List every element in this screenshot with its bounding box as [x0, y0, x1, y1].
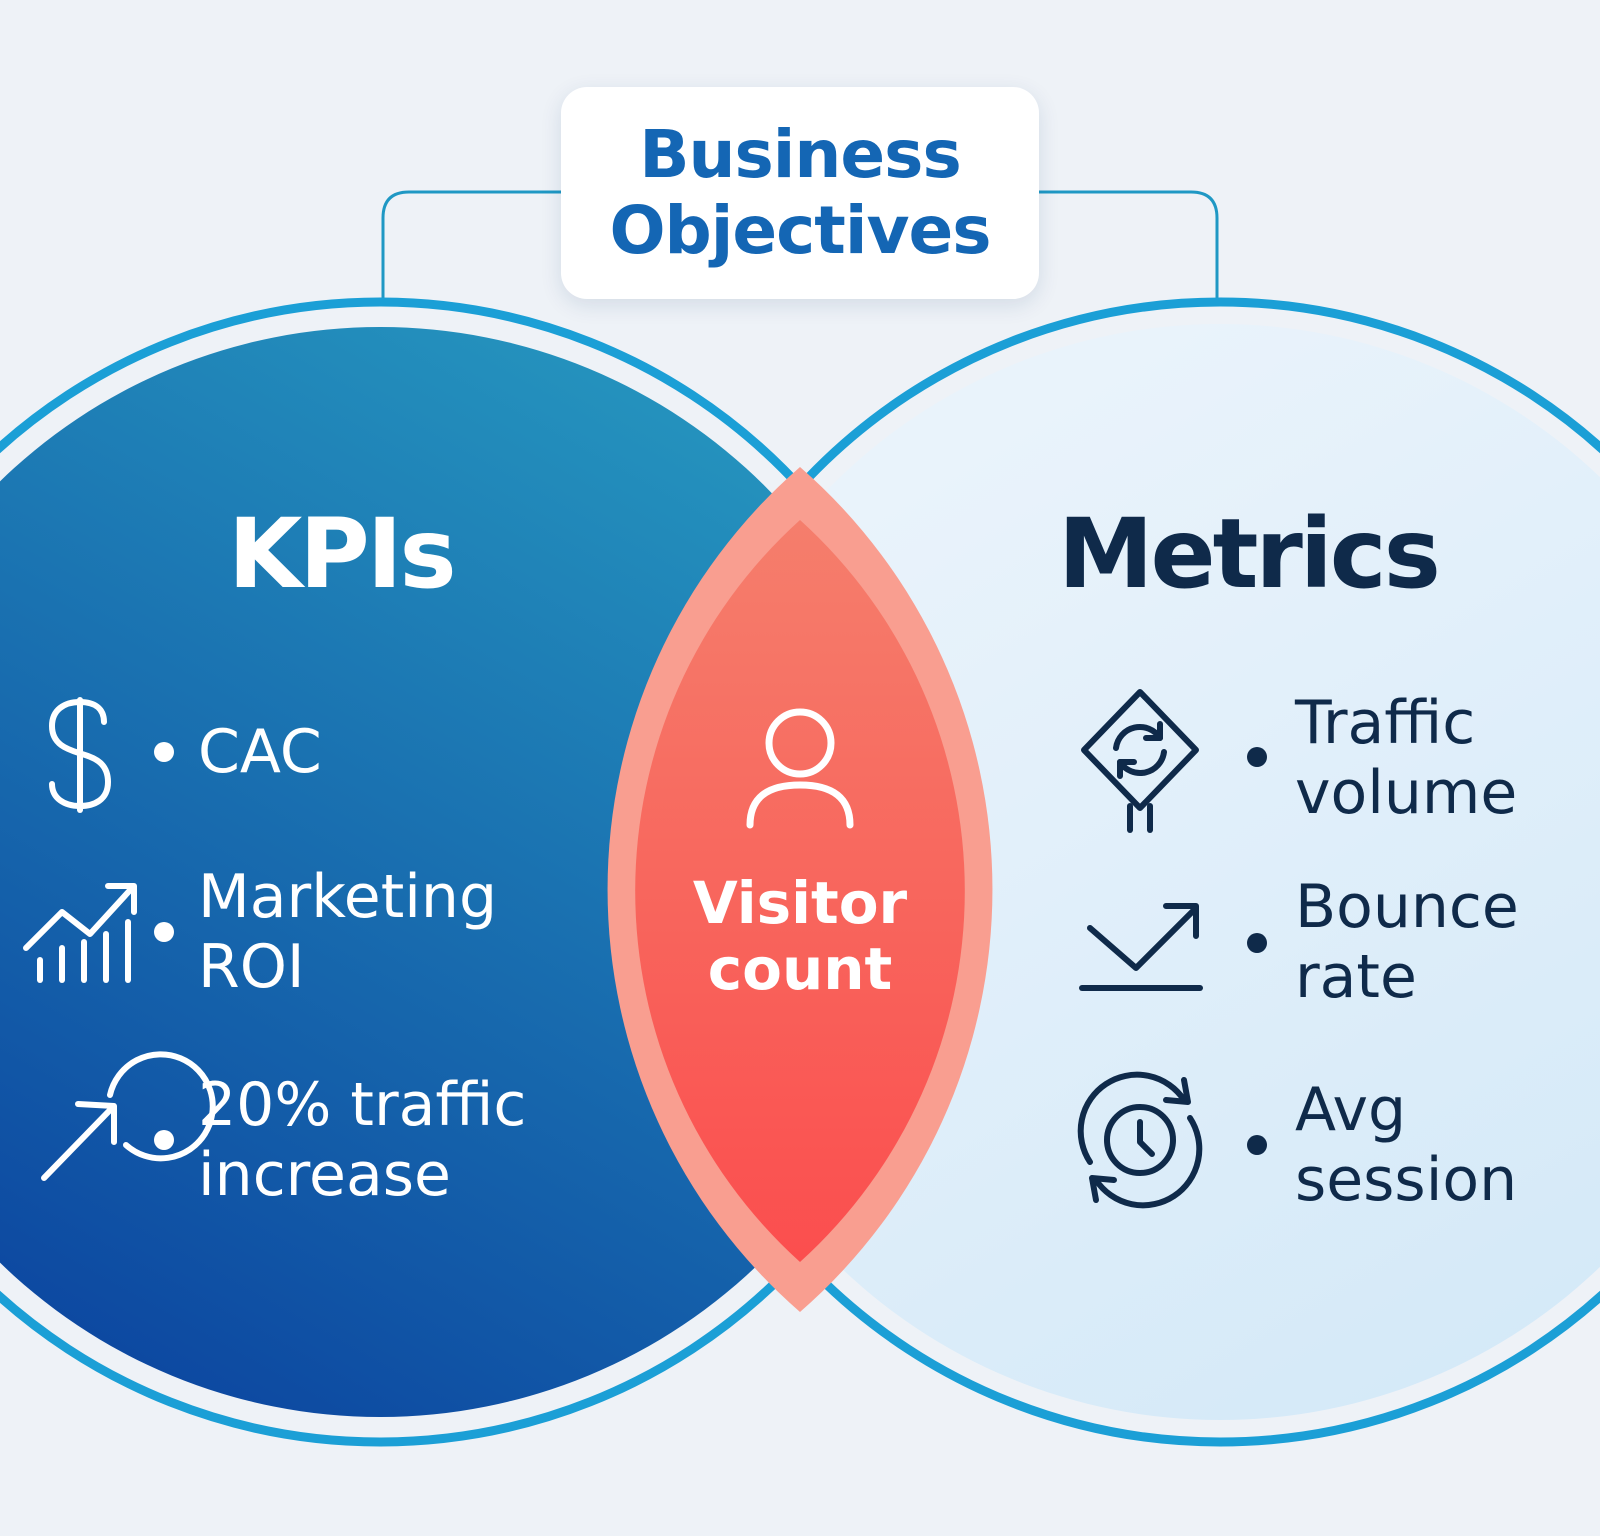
bullet [154, 922, 174, 942]
kpi-item-label-line1: Marketing [198, 862, 498, 932]
dollar-icon [49, 697, 111, 813]
kpis-heading: KPIs [228, 498, 457, 610]
kpi-item-traffic-increase: 20% traffic increase [198, 1070, 526, 1210]
metrics-heading: Metrics [1058, 498, 1441, 610]
connector-right [1039, 190, 1219, 300]
bounce-arrow-icon [1079, 903, 1203, 991]
metric-item-label-line2: volume [1295, 758, 1518, 828]
kpi-item-cac: CAC [198, 717, 322, 787]
overlap-label-line2: count [707, 935, 893, 1003]
metric-item-traffic-volume: Traffic volume [1295, 688, 1517, 828]
bullet [154, 1130, 174, 1150]
growth-chart-icon [23, 883, 137, 983]
bullet [154, 742, 174, 762]
overlap-label: Visitor count [680, 870, 920, 1002]
kpi-item-label-line1: 20% traffic [198, 1070, 527, 1140]
target-arrow-icon [41, 1051, 216, 1181]
metric-item-label-line1: Traffic [1295, 688, 1476, 758]
clock-cycle-icon [1077, 1071, 1203, 1209]
title-card: Business Objectives [561, 87, 1039, 299]
metric-item-avg-session: Avg session [1295, 1075, 1517, 1215]
title-line-1: Business [639, 116, 962, 193]
user-icon [746, 708, 854, 829]
metric-item-bounce-rate: Bounce rate [1295, 872, 1519, 1012]
metric-item-label-line2: session [1295, 1145, 1518, 1215]
overlap-label-line1: Visitor [692, 869, 908, 937]
kpi-item-cac-label: CAC [198, 717, 322, 787]
bullet [1247, 1135, 1267, 1155]
metric-item-label-line1: Avg [1295, 1075, 1407, 1145]
kpi-item-label-line2: ROI [198, 932, 305, 1002]
overlap-lens-inner [635, 520, 965, 1262]
title-line-2: Objectives [609, 192, 991, 269]
connector-left [381, 190, 561, 300]
bullet [1247, 933, 1267, 953]
kpi-item-marketing-roi: Marketing ROI [198, 862, 497, 1002]
metric-item-label-line1: Bounce [1295, 872, 1519, 942]
traffic-sign-icon [1081, 689, 1199, 833]
bullet [1247, 747, 1267, 767]
metric-item-label-line2: rate [1295, 942, 1417, 1012]
kpi-item-label-line2: increase [198, 1140, 451, 1210]
